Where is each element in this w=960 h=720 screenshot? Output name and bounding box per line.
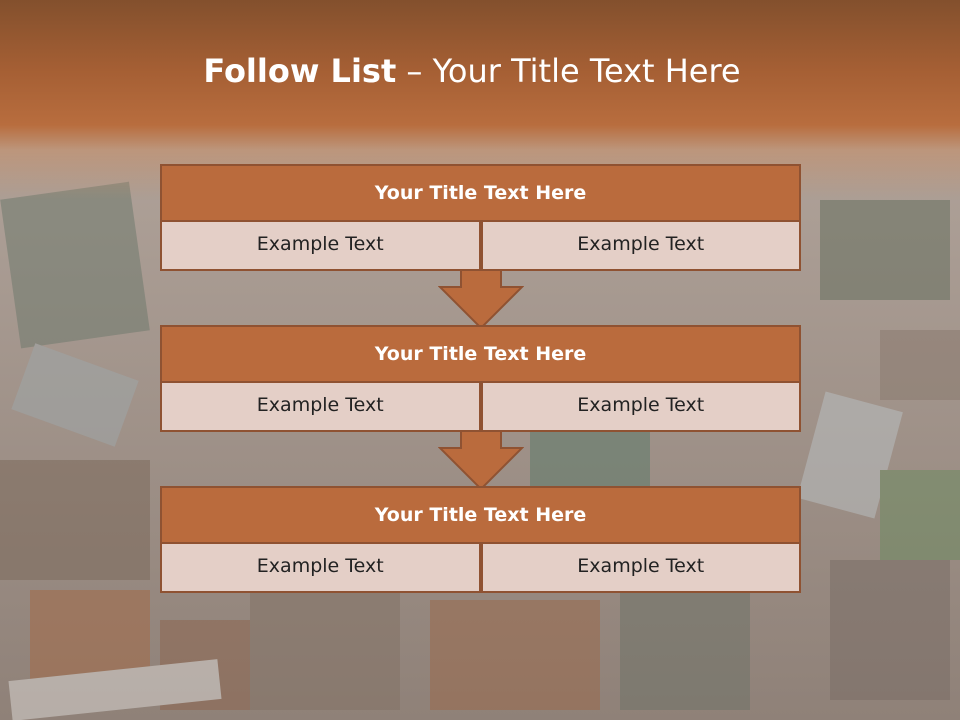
step-title: Your Title Text Here [160,486,801,544]
step-block-3: Your Title Text Here Example Text Exampl… [160,486,801,593]
step-row: Example Text Example Text [160,544,801,593]
step-row: Example Text Example Text [160,222,801,271]
slide-title: Follow List – Your Title Text Here [0,52,944,90]
step-cell-left: Example Text [160,383,481,432]
step-cell-left: Example Text [160,544,481,593]
title-rest-part: – Your Title Text Here [396,52,741,90]
step-cell-right: Example Text [480,222,801,271]
step-cell-right: Example Text [480,383,801,432]
down-arrow-icon [438,270,524,330]
title-bold-part: Follow List [203,52,397,90]
step-cell-left: Example Text [160,222,481,271]
step-block-2: Your Title Text Here Example Text Exampl… [160,325,801,432]
step-title: Your Title Text Here [160,325,801,383]
down-arrow-icon [438,431,524,491]
step-row: Example Text Example Text [160,383,801,432]
step-title: Your Title Text Here [160,164,801,222]
step-cell-right: Example Text [480,544,801,593]
step-block-1: Your Title Text Here Example Text Exampl… [160,164,801,271]
